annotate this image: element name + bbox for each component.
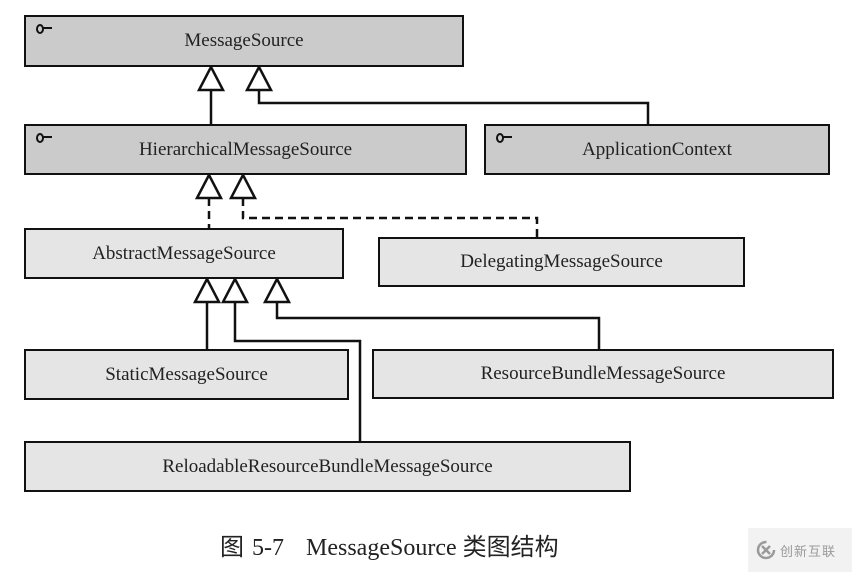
- node-label: ResourceBundleMessageSource: [480, 363, 726, 384]
- hollow-arrowhead-icon: [220, 276, 250, 304]
- hollow-arrowhead-icon: [196, 64, 226, 92]
- node-resource-bundle-message-source: ResourceBundleMessageSource: [372, 349, 834, 399]
- node-static-message-source: StaticMessageSource: [24, 349, 349, 400]
- figure-caption: 图 5-7 MessageSource 类图结构: [220, 527, 559, 562]
- hollow-arrowhead-icon: [192, 276, 222, 304]
- node-label: ApplicationContext: [582, 138, 732, 160]
- edge-generalization-line: [257, 90, 650, 124]
- node-application-context: ApplicationContext: [484, 124, 830, 175]
- hollow-arrowhead-icon: [244, 64, 274, 92]
- node-label: DelegatingMessageSource: [460, 251, 663, 272]
- node-reloadable-resource-bundle-message-source: ReloadableResourceBundleMessageSource: [24, 441, 631, 492]
- interface-key-icon: [496, 133, 512, 143]
- caption-number: 5-7: [252, 535, 284, 561]
- hollow-arrowhead-icon: [228, 172, 258, 200]
- node-label: AbstractMessageSource: [92, 242, 276, 264]
- hollow-arrowhead-icon: [262, 276, 292, 304]
- interface-key-icon: [36, 24, 52, 34]
- cx-logo-icon: [756, 540, 776, 560]
- edge-generalization-line: [233, 302, 362, 441]
- node-abstract-message-source: AbstractMessageSource: [24, 228, 344, 279]
- node-hierarchical-message-source: HierarchicalMessageSource: [24, 124, 467, 175]
- node-message-source: MessageSource: [24, 15, 464, 67]
- hollow-arrowhead-icon: [194, 172, 224, 200]
- interface-key-icon: [36, 133, 52, 143]
- node-label: MessageSource: [184, 30, 304, 51]
- caption-prefix: 图: [220, 535, 244, 561]
- caption-text: MessageSource 类图结构: [306, 535, 559, 561]
- watermark-text: 创新互联: [780, 544, 837, 560]
- watermark: 创新互联: [748, 528, 852, 572]
- edge-generalization-line: [275, 302, 601, 349]
- node-label: StaticMessageSource: [105, 363, 268, 385]
- node-label: HierarchicalMessageSource: [138, 138, 353, 160]
- node-delegating-message-source: DelegatingMessageSource: [378, 237, 745, 287]
- node-label: ReloadableResourceBundleMessageSource: [162, 455, 493, 477]
